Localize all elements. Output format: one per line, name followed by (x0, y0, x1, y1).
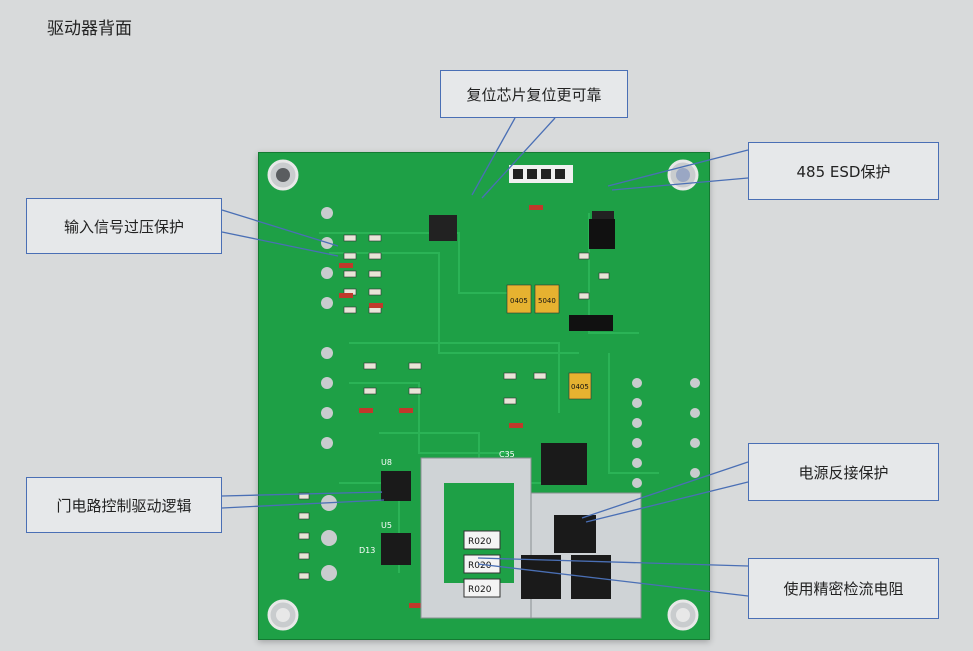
fuse-1 (506, 284, 532, 314)
pcb-board: U8 U5 D13 0405 5040 0405 C35 R020 R020 R… (258, 152, 710, 640)
u5-chip (381, 533, 411, 565)
callout-reset-chip: 复位芯片复位更可靠 (440, 70, 628, 118)
u8-silk-label: U8 (381, 458, 392, 467)
reset-chip-ic (429, 215, 457, 241)
fuse-3-label: 0405 (571, 383, 589, 391)
page-title: 驱动器背面 (47, 19, 132, 39)
u8-chip (381, 471, 411, 501)
fuse-3 (568, 372, 592, 400)
fuse-1-label: 0405 (510, 297, 528, 305)
mosfet-3 (571, 555, 611, 599)
mount-hole-top-right-center (676, 168, 690, 182)
sense-resistor-1 (463, 530, 501, 550)
callout-485-esd: 485 ESD保护 (748, 142, 939, 200)
protection-mosfet-1 (541, 443, 587, 485)
mosfet-2 (521, 555, 561, 599)
d13-silk-label: D13 (359, 546, 375, 555)
mount-hole-bottom-left-center (276, 608, 290, 622)
u5-silk-label: U5 (381, 521, 392, 530)
fuse-2 (534, 284, 560, 314)
sense-resistor-1-label: R020 (468, 537, 492, 547)
callout-gate-logic: 门电路控制驱动逻辑 (26, 477, 222, 533)
regulator-ic (589, 219, 615, 249)
mount-hole-bottom-right-center (676, 608, 690, 622)
callout-sense-resistor: 使用精密检流电阻 (748, 558, 939, 619)
fuse-2-label: 5040 (538, 297, 556, 305)
callout-reverse-protection: 电源反接保护 (748, 443, 939, 501)
callout-input-protection: 输入信号过压保护 (26, 198, 222, 254)
c35-silk-label: C35 (499, 450, 515, 459)
pcb-illustration: U8 U5 D13 0405 5040 0405 C35 R020 R020 R… (267, 159, 700, 631)
sense-resistor-3-label: R020 (468, 585, 492, 595)
mount-hole-top-left-center (276, 168, 290, 182)
reverse-protection-mosfet (554, 515, 596, 553)
sense-resistor-2-label: R020 (468, 561, 492, 571)
